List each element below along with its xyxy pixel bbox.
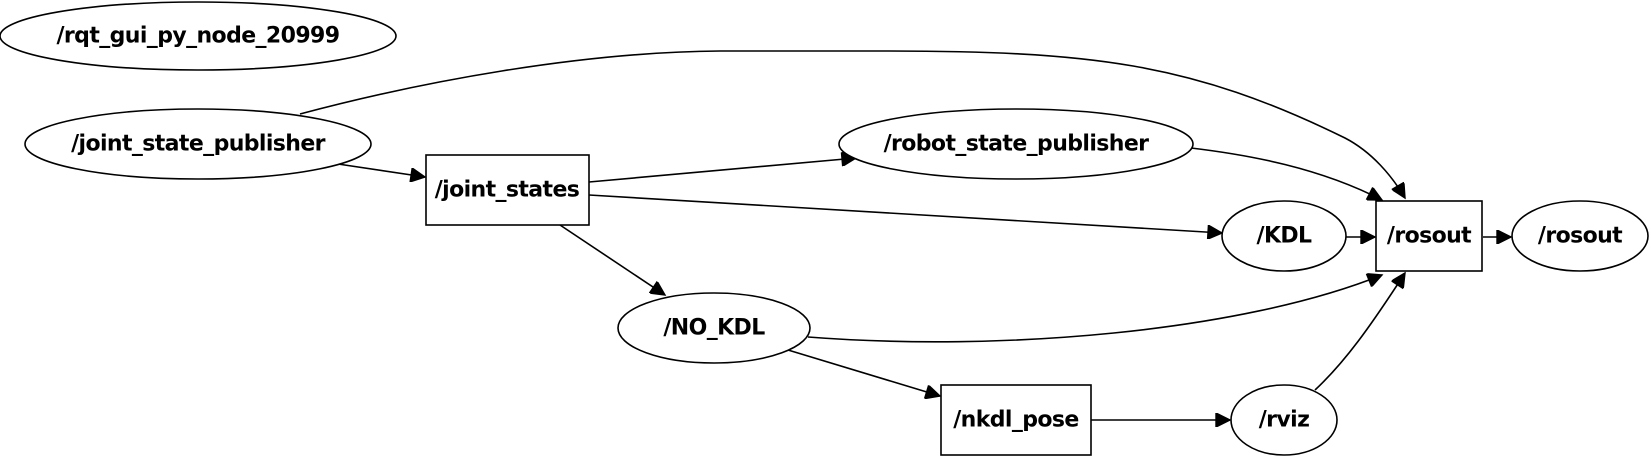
edge-joint-states-to-rsp[interactable] [588, 158, 856, 183]
node-rosout[interactable]: /rosout [1511, 200, 1649, 272]
node-kdl[interactable]: /KDL [1221, 200, 1347, 272]
edge-jsp-to-rosout-topic[interactable] [299, 50, 1405, 198]
edges [299, 50, 1511, 420]
node-rviz[interactable]: /rviz [1230, 384, 1338, 456]
topic-nkdl-pose[interactable]: /nkdl_pose [940, 384, 1092, 456]
node-label: /rviz [1259, 408, 1310, 433]
node-label: /rosout [1538, 224, 1623, 249]
node-rqt-gui-py-node[interactable]: /rqt_gui_py_node_20999 [0, 1, 397, 71]
node-label: /rqt_gui_py_node_20999 [57, 24, 340, 49]
node-label: /rosout [1387, 224, 1472, 249]
node-label: /KDL [1257, 224, 1313, 249]
node-no-kdl[interactable]: /NO_KDL [617, 292, 811, 364]
edge-joint-states-to-kdl[interactable] [588, 194, 1222, 233]
node-label: /joint_state_publisher [71, 132, 326, 157]
node-robot-state-publisher[interactable]: /robot_state_publisher [838, 108, 1194, 180]
edge-no-kdl-to-rosout-topic[interactable] [807, 275, 1382, 343]
node-label: /nkdl_pose [953, 408, 1079, 433]
node-label: /NO_KDL [663, 316, 765, 341]
node-joint-state-publisher[interactable]: /joint_state_publisher [24, 108, 372, 180]
edge-joint-states-to-no-kdl[interactable] [559, 224, 665, 295]
topic-rosout[interactable]: /rosout [1375, 200, 1483, 272]
node-label: /joint_states [435, 178, 580, 203]
edge-rviz-to-rosout-topic[interactable] [1314, 273, 1405, 391]
edge-rsp-to-rosout-topic[interactable] [1190, 147, 1382, 200]
node-label: /robot_state_publisher [884, 132, 1150, 157]
topic-joint-states[interactable]: /joint_states [425, 154, 590, 226]
edge-jsp-to-joint-states[interactable] [337, 163, 425, 177]
edge-no-kdl-to-nkdl-pose[interactable] [787, 349, 940, 396]
